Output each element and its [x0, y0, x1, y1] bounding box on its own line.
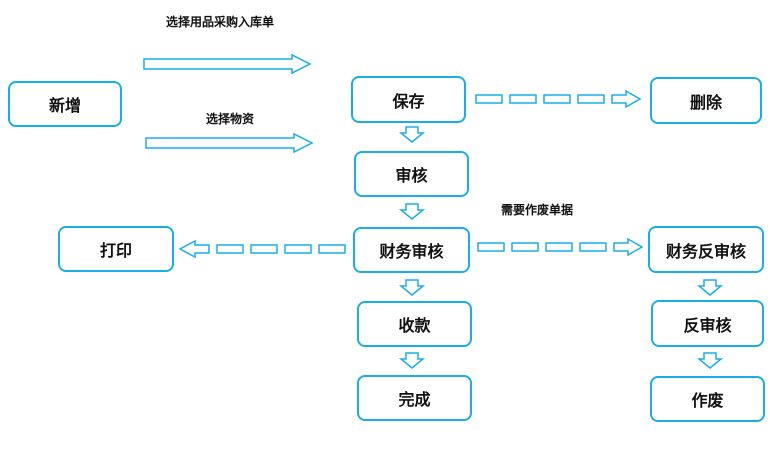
node-add: 新增	[8, 81, 122, 127]
dashed-arrow-save-delete	[475, 89, 642, 109]
label-void-doc-needed: 需要作废单据	[501, 203, 574, 217]
node-print: 打印	[58, 226, 174, 272]
down-arrow-unreview-void	[696, 352, 724, 369]
down-arrow-review-finance	[398, 203, 426, 220]
down-arrow-save-review	[398, 126, 426, 143]
arrow-select-items	[145, 132, 314, 154]
node-review: 审核	[354, 151, 469, 197]
node-collect: 收款	[357, 301, 472, 347]
dashed-arrow-finance-print	[178, 239, 346, 259]
dashed-arrow-finance-unreview	[477, 237, 644, 257]
label-select-purchase-receipt: 选择用品采购入库单	[166, 15, 275, 29]
node-void: 作废	[650, 376, 765, 422]
node-finance-review: 财务审核	[353, 227, 470, 273]
label-select-items: 选择物资	[206, 112, 255, 126]
down-arrow-funreview-unreview	[696, 279, 724, 296]
node-complete: 完成	[357, 375, 472, 421]
node-finance-unreview: 财务反审核	[648, 226, 764, 273]
node-delete: 删除	[650, 77, 762, 124]
down-arrow-collect-complete	[398, 352, 426, 369]
arrow-select-receipt	[143, 53, 312, 75]
node-unreview: 反审核	[651, 300, 764, 347]
down-arrow-finance-collect	[398, 279, 426, 296]
node-save: 保存	[351, 76, 466, 123]
